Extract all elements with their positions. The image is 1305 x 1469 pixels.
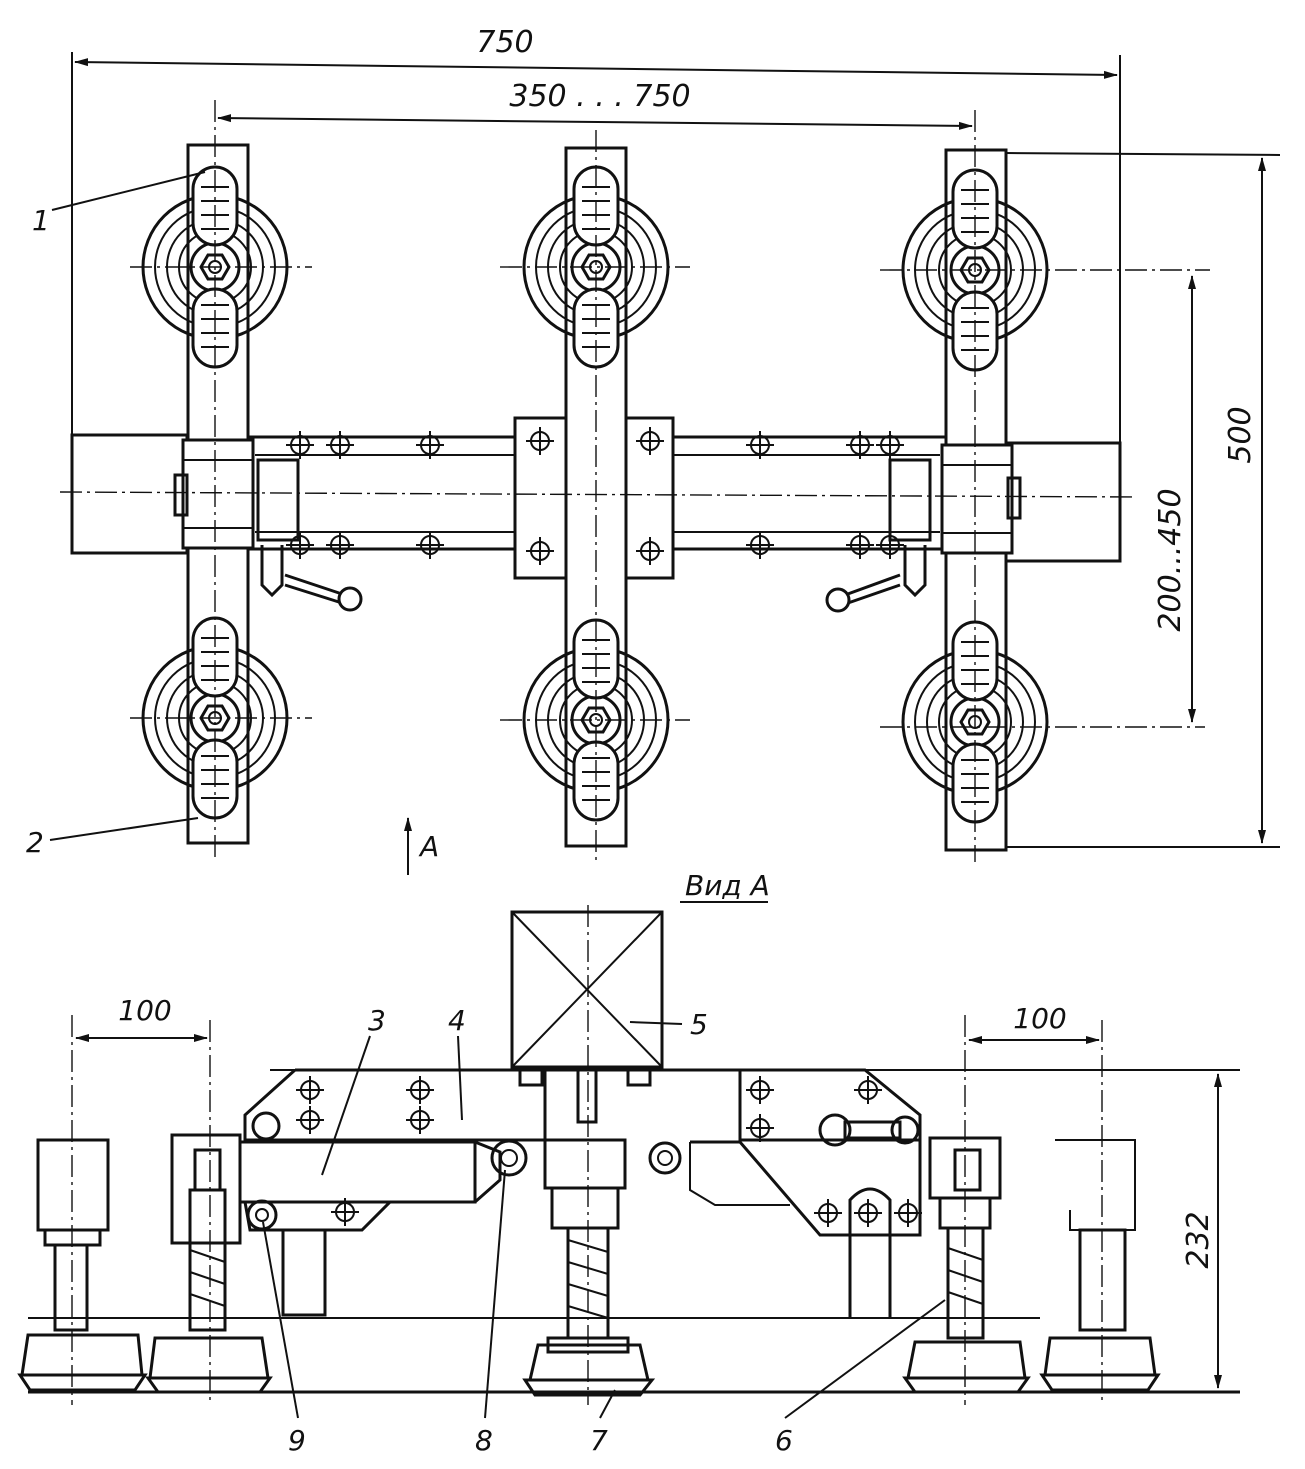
right-bar-clamp: [940, 443, 1014, 555]
dimension-left-offset: 100: [118, 994, 171, 1027]
callout-6: 6: [775, 1424, 793, 1457]
callout-4: 4: [448, 1004, 466, 1037]
arm-right: [648, 1140, 923, 1318]
view-arrow-a: A: [404, 817, 439, 875]
dimension-350-750: 350 . . . 750: [217, 79, 973, 130]
side-view: Вид А: [17, 869, 1240, 1457]
dimension-height: 232: [1181, 1211, 1216, 1268]
callout-1: 1: [32, 204, 50, 237]
dimension-750: 750: [71, 25, 1121, 443]
dimension-overall-depth: 500: [1223, 406, 1258, 463]
dimension-500: 500: [1005, 152, 1281, 848]
left-spring-suction-unit: [145, 1133, 273, 1394]
right-clamp-lever: [825, 545, 927, 613]
dimension-232: 232: [1181, 1073, 1222, 1389]
side-centerlines: [71, 905, 1103, 1405]
far-left-suction-unit: [17, 1138, 148, 1392]
side-view-title: Вид А: [685, 869, 770, 902]
left-clamp-lever: [260, 545, 363, 612]
plan-centerlines: [59, 100, 1210, 862]
view-arrow-label: A: [418, 830, 439, 863]
drive-box: [510, 910, 664, 1124]
right-end-block: [1003, 441, 1122, 563]
callout-3: 3: [368, 1004, 386, 1037]
dimension-overall-width: 750: [476, 25, 533, 60]
callout-9: 9: [288, 1424, 306, 1457]
main-frame: [243, 1068, 1240, 1147]
dimension-right-offset: 100: [1013, 1002, 1066, 1035]
right-spring-suction-unit: [902, 1136, 1031, 1394]
arm-3: [238, 1139, 528, 1317]
callout-8: 8: [475, 1424, 493, 1457]
center-suction-unit: [522, 1138, 656, 1397]
callout-2: 2: [26, 826, 44, 859]
dimension-row-spacing: 200...450: [1153, 488, 1188, 631]
callout-7: 7: [590, 1424, 608, 1457]
left-end-block: [70, 433, 189, 555]
left-bar-clamp: [181, 438, 255, 550]
dimension-right-100: 100: [968, 1002, 1100, 1044]
dimension-column-spacing: 350 . . . 750: [509, 79, 690, 114]
callout-5: 5: [690, 1008, 708, 1041]
plan-view: 750 350 . . . 750 500 200...450 1 2 A: [26, 25, 1281, 875]
far-right-suction-unit: [1039, 1139, 1161, 1392]
cross-beam: [243, 430, 950, 560]
dimension-200-450: 200...450: [1153, 275, 1196, 723]
dimension-left-100: 100: [75, 994, 208, 1042]
side-callouts: 3 4 5 6 7 8 9: [262, 1004, 946, 1457]
